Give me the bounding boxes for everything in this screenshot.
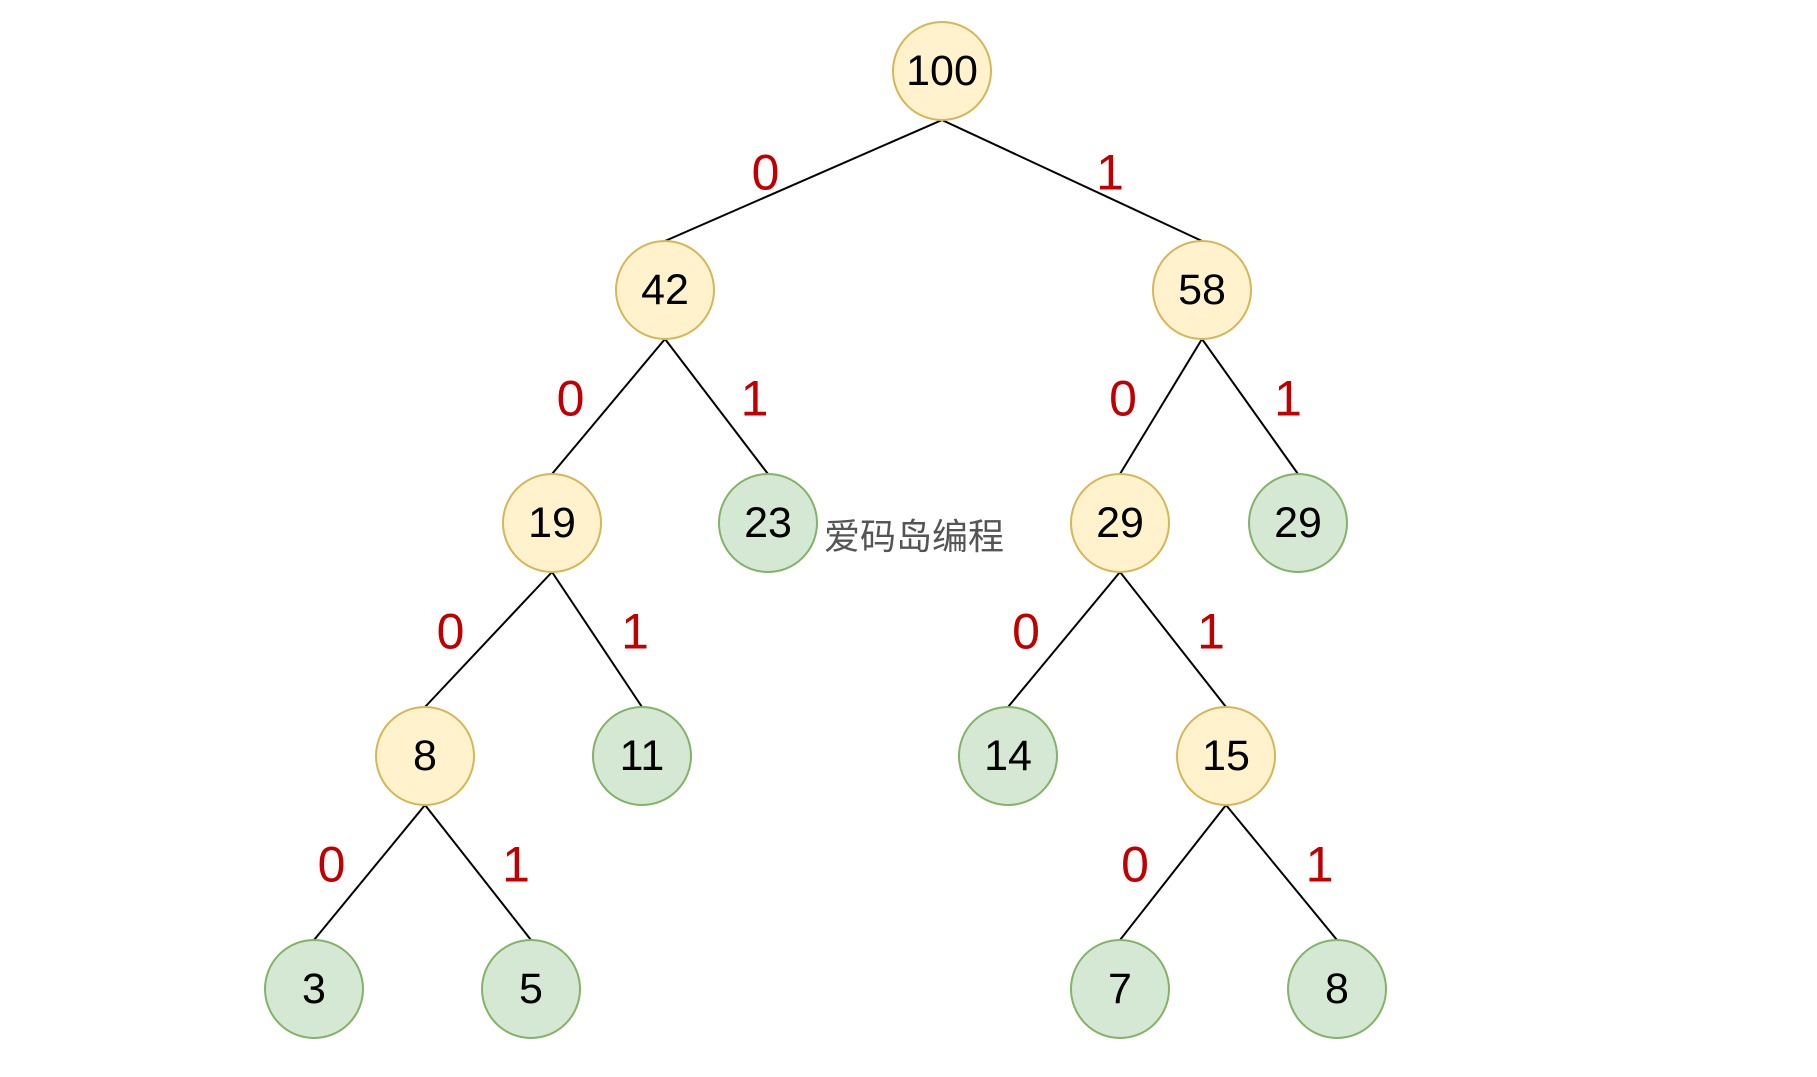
node-weight-n42: 42 [641,266,689,314]
bit-label-n19-n11: 1 [621,604,649,660]
leaf-node-circle-n8b [1287,939,1387,1039]
edge-n42-n19 [551,338,666,475]
tree-node-n5: 5 [481,939,581,1039]
tree-node-n29a: 29 [1070,473,1170,573]
leaf-node-circle-n11 [592,706,692,806]
bit-label-n15-n7: 0 [1121,837,1149,893]
edge-n100-n58 [941,119,1203,242]
node-weight-n23: 23 [744,499,792,547]
bit-label-n42-n23: 1 [741,371,769,427]
bit-label-n58-n29b: 1 [1274,371,1302,427]
edge-n100-n42 [664,119,943,242]
node-weight-n5: 5 [519,965,543,1013]
internal-node-circle-n8a [375,706,475,806]
bit-label-n8a-n5: 1 [502,837,530,893]
node-weight-n7: 7 [1108,965,1132,1013]
internal-node-circle-n58 [1152,240,1252,340]
leaf-node-circle-n7 [1070,939,1170,1039]
edge-n8a-n3 [313,804,426,941]
edge-n15-n8b [1225,804,1338,941]
node-weight-n3: 3 [302,965,326,1013]
node-weight-n14: 14 [984,732,1032,780]
edge-n19-n8a [424,571,553,708]
node-weight-n100: 100 [906,47,978,95]
tree-node-n23: 23 [718,473,818,573]
edge-n15-n7 [1119,804,1227,941]
tree-node-n42: 42 [615,240,715,340]
internal-node-circle-n19 [502,473,602,573]
tree-node-n29b: 29 [1248,473,1348,573]
tree-node-n7: 7 [1070,939,1170,1039]
bit-labels-layer: 0 1 0 1 0 1 0 1 0 1 0 1 0 1 [318,145,1334,893]
tree-node-n14: 14 [958,706,1058,806]
node-weight-n8a: 8 [413,732,437,780]
tree-node-n100: 100 [892,21,992,121]
tree-node-n3: 3 [264,939,364,1039]
tree-node-n15: 15 [1176,706,1276,806]
edge-n8a-n5 [424,804,532,941]
bit-label-n100-n42: 0 [752,145,780,201]
edge-n29a-n14 [1007,571,1121,708]
edge-n58-n29a [1119,338,1203,475]
edge-n42-n23 [664,338,769,475]
leaf-node-circle-n29b [1248,473,1348,573]
leaf-node-circle-n14 [958,706,1058,806]
bit-label-n100-n58: 1 [1096,145,1124,201]
leaf-node-circle-n5 [481,939,581,1039]
tree-node-n58: 58 [1152,240,1252,340]
bit-label-n29a-n14: 0 [1012,604,1040,660]
node-weight-n15: 15 [1202,732,1250,780]
internal-node-circle-n29a [1070,473,1170,573]
internal-node-circle-n42 [615,240,715,340]
node-weight-n8b: 8 [1325,965,1349,1013]
tree-node-n8a: 8 [375,706,475,806]
internal-node-circle-n15 [1176,706,1276,806]
tree-node-n8b: 8 [1287,939,1387,1039]
bit-label-n58-n29a: 0 [1109,371,1137,427]
leaf-node-circle-n23 [718,473,818,573]
bit-label-n42-n19: 0 [557,371,585,427]
node-weight-n29a: 29 [1096,499,1144,547]
bit-label-n8a-n3: 0 [318,837,346,893]
edges-layer [313,119,1338,941]
bit-label-n15-n8b: 1 [1306,837,1334,893]
node-weight-n58: 58 [1178,266,1226,314]
node-weight-n19: 19 [528,499,576,547]
tree-node-n11: 11 [592,706,692,806]
node-weight-n29b: 29 [1274,499,1322,547]
watermark-text: 爱码岛编程 [824,517,1005,558]
internal-node-circle-n100 [892,21,992,121]
edge-n29a-n15 [1119,571,1227,708]
tree-node-n19: 19 [502,473,602,573]
edge-n19-n11 [551,571,643,708]
bit-label-n29a-n15: 1 [1197,604,1225,660]
node-weight-n11: 11 [620,732,665,780]
edge-n58-n29b [1201,338,1299,475]
bit-label-n19-n8a: 0 [437,604,465,660]
leaf-node-circle-n3 [264,939,364,1039]
